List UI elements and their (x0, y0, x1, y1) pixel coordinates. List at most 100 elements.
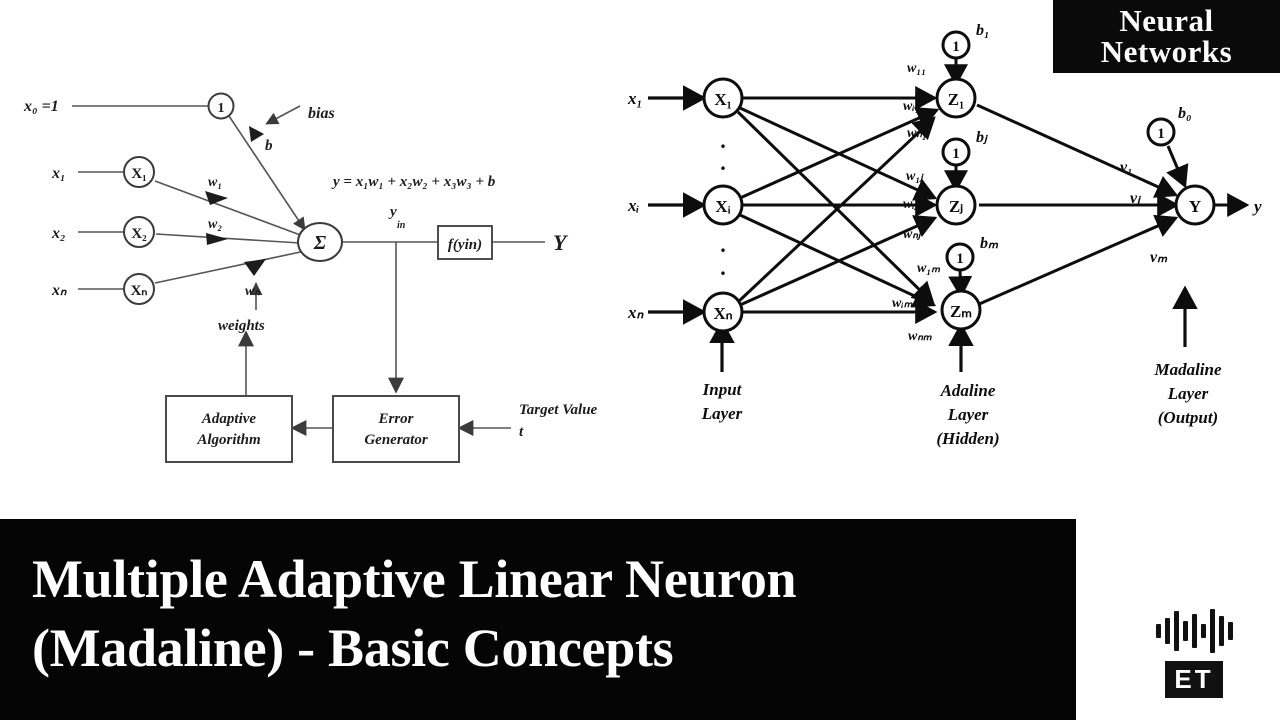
adaptive-algorithm-box (165, 395, 293, 463)
edge-x1-zm (736, 110, 935, 305)
label-output-Y: Y (553, 230, 569, 255)
label-w1j: w₁ⱼ (906, 169, 924, 184)
badge-line-1: Neural (1119, 3, 1214, 39)
label-b1: b₁ (976, 22, 990, 39)
caption-madaline-layer-line1: Madaline (1153, 360, 1222, 379)
node-sum-label: Σ (313, 232, 327, 254)
label-yin: y (388, 204, 397, 220)
label-signal-x1: x₁ (627, 89, 642, 108)
title-banner: Multiple Adaptive Linear Neuron (Madalin… (0, 519, 1076, 720)
label-w11: w₁₁ (907, 61, 926, 76)
neural-networks-badge: Neural Networks (1053, 0, 1280, 73)
label-signal-xn: xₙ (627, 303, 645, 322)
soundwave-bar-9 (1227, 622, 1233, 640)
edge-b0-y (1166, 145, 1189, 189)
error-generator-line2: Generator (364, 432, 427, 448)
badge-line-2: Networks (1100, 33, 1233, 69)
label-w1m: w₁ₘ (917, 261, 941, 276)
label-bm: bₘ (980, 235, 999, 252)
label-w2: w₂ (208, 217, 222, 232)
caption-adaline-layer-line1: Adaline (940, 381, 996, 400)
label-vj: vⱼ (1130, 190, 1141, 207)
node-bias-one (207, 92, 235, 120)
et-logo: ET (1155, 607, 1233, 705)
label-equation: y = x₁w₁ + x₂w₂ + x₃w₃ + b (331, 174, 496, 190)
node-adaline-zm (940, 289, 982, 331)
label-weights-annotation: weights (218, 318, 265, 334)
node-input-xn-label: Xₙ (713, 304, 732, 323)
soundwave-bar-5 (1191, 614, 1197, 648)
soundwave-bar-6 (1200, 624, 1206, 638)
node-xn-label: Xₙ (131, 283, 148, 299)
label-x2: x₂ (51, 225, 66, 242)
arrowhead-w2 (206, 233, 228, 245)
node-input-x1 (702, 77, 744, 119)
node-bias-bm (945, 242, 975, 272)
label-signal-xi: xᵢ (627, 196, 640, 215)
ellipsis-input-1: . (720, 128, 726, 153)
adaline-block-diagram: x₀ =1 x₁ x₂ xₙ 1 X₁ X₂ Xₙ Σ w₁ w₂ wₙ b b… (23, 92, 598, 463)
adaptive-algorithm-line2: Algorithm (196, 432, 260, 448)
node-input-xi-label: Xᵢ (715, 197, 730, 216)
soundwave-bar-4 (1182, 621, 1188, 641)
node-sum (297, 222, 343, 262)
node-bias-b1 (941, 30, 971, 60)
node-x1-label: X₁ (131, 166, 146, 182)
caption-madaline-layer-line2: Layer (1167, 384, 1209, 403)
node-bias-bj (941, 137, 971, 167)
label-bias-annotation: bias (308, 105, 335, 122)
edge-z1-y (976, 103, 1179, 198)
ellipsis-input-4: . (720, 255, 726, 280)
node-input-x1-label: X₁ (714, 90, 731, 109)
title-line-2: (Madaline) - Basic Concepts (32, 618, 674, 679)
caption-adaline-layer-line2: Layer (947, 405, 989, 424)
node-x2 (123, 216, 155, 248)
soundwave-bar-7 (1209, 609, 1215, 653)
node-xn (123, 273, 155, 305)
soundwave-icon (1155, 607, 1233, 655)
edge-x1-to-sum (154, 180, 304, 237)
label-wim: wᵢₘ (892, 296, 914, 311)
node-adaline-zj-label: Zⱼ (949, 197, 963, 216)
arrowhead-wn (244, 259, 266, 276)
caption-madaline-layer-line3: (Output) (1158, 408, 1218, 427)
error-generator-line1: Error (377, 411, 413, 427)
label-b0: b₀ (1178, 105, 1192, 122)
node-madaline-y-label: Y (1189, 197, 1201, 216)
ellipsis-input-2: . (720, 150, 726, 175)
label-b: b (265, 138, 273, 154)
label-wnj: wₙⱼ (903, 227, 922, 242)
label-wnm: wₙₘ (908, 329, 933, 344)
madaline-network-diagram: x₁ xᵢ xₙ X₁ Xᵢ Xₙ Z₁ Zⱼ Zₘ 1 1 1 b₁ bⱼ b… (627, 22, 1262, 448)
edge-xn-to-sum (154, 250, 306, 284)
label-yin-sub: in (397, 220, 406, 231)
node-adaline-z1 (935, 77, 977, 119)
node-adaline-zm-label: Zₘ (950, 302, 972, 321)
label-x0: x₀ =1 (23, 98, 59, 115)
error-generator-box (332, 395, 460, 463)
label-activation: f(yin) (448, 237, 482, 253)
et-logo-text: ET (1165, 661, 1223, 698)
edge-bias-to-sum (228, 115, 306, 231)
label-xn: xₙ (51, 282, 67, 299)
arrowhead-b (249, 126, 264, 142)
edge-xi-zm (739, 213, 937, 308)
edge-xi-z1 (739, 107, 940, 200)
label-wn: wₙ (245, 284, 261, 299)
label-wi1: wᵢ₁ (903, 99, 920, 114)
label-vm: vₘ (1150, 249, 1168, 266)
edge-zm-y (976, 214, 1179, 307)
node-x1 (123, 156, 155, 188)
label-bj: bⱼ (976, 129, 988, 146)
node-bias-bj-value: 1 (952, 146, 960, 162)
edge-xn-zj (739, 215, 938, 307)
label-x1: x₁ (51, 165, 66, 182)
node-bias-one-label: 1 (218, 101, 225, 116)
label-output-y: y (1252, 197, 1262, 216)
caption-adaline-layer-line3: (Hidden) (936, 429, 999, 448)
node-bias-b0 (1146, 117, 1176, 147)
edge-xn-z1 (736, 116, 936, 304)
node-madaline-y (1174, 184, 1216, 226)
node-bias-b0-value: 1 (1157, 126, 1165, 142)
